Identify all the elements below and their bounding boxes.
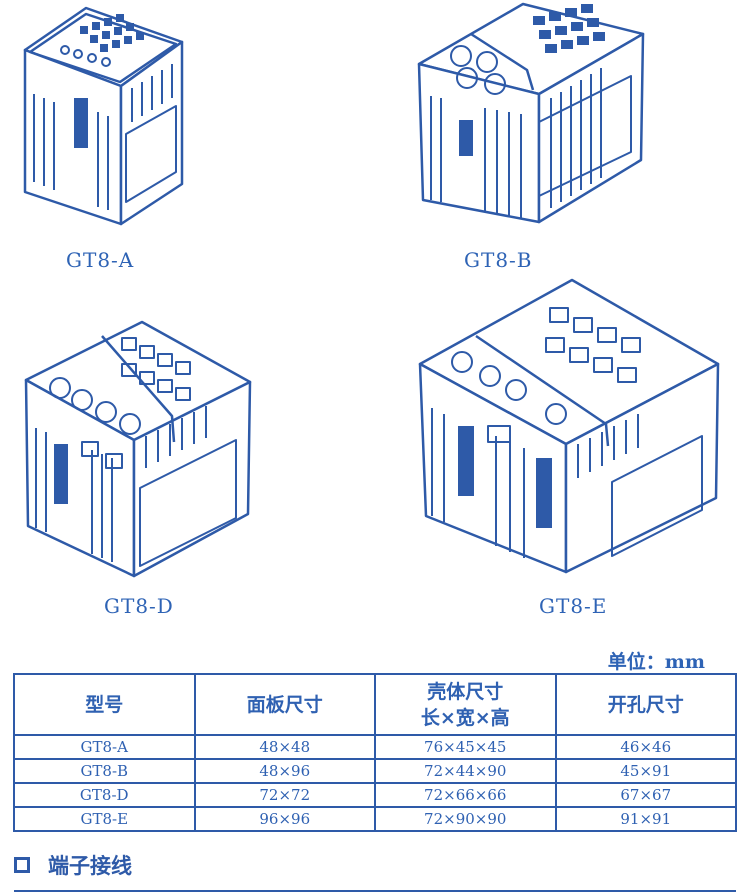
section-heading: 端子接线 (14, 850, 132, 880)
square-bullet-icon (14, 857, 30, 873)
cell-model: GT8-A (13, 734, 196, 760)
header-housing-size: 壳体尺寸 长×宽×高 (374, 673, 557, 736)
cell-cutout-size: 91×91 (554, 806, 737, 832)
cell-model: GT8-E (13, 806, 196, 832)
product-gt8-b-illustration (415, 0, 647, 228)
product-gt8-d-illustration (22, 318, 254, 580)
cell-housing-size: 72×66×66 (374, 782, 557, 808)
header-model: 型号 (13, 673, 196, 736)
product-label-gt8-a: GT8-A (66, 248, 135, 272)
gt8-e-drawing (418, 278, 720, 574)
header-housing-size-line1: 壳体尺寸 (427, 680, 504, 703)
cell-housing-size: 72×44×90 (374, 758, 557, 784)
table-row: GT8-A 48×48 76×45×45 46×46 (13, 734, 737, 760)
header-housing-size-line2: 长×宽×高 (420, 706, 510, 729)
divider (14, 890, 736, 892)
section-title: 端子接线 (48, 854, 132, 878)
table-row: GT8-E 96×96 72×90×90 91×91 (13, 806, 737, 832)
header-panel-size: 面板尺寸 (193, 673, 376, 736)
gt8-a-drawing (23, 6, 184, 226)
cell-model: GT8-B (13, 758, 196, 784)
product-gt8-a-illustration (20, 2, 190, 230)
product-gt8-e-illustration (416, 276, 722, 576)
cell-cutout-size: 46×46 (554, 734, 737, 760)
gt8-b-drawing (417, 2, 645, 224)
product-label-gt8-d: GT8-D (104, 594, 174, 618)
table-row: GT8-D 72×72 72×66×66 67×67 (13, 782, 737, 808)
product-label-gt8-e: GT8-E (539, 594, 608, 618)
cell-panel-size: 48×96 (193, 758, 376, 784)
cell-panel-size: 48×48 (193, 734, 376, 760)
dimension-table: 型号 面板尺寸 壳体尺寸 长×宽×高 开孔尺寸 GT8-A 48×48 76×4… (13, 673, 737, 832)
cell-panel-size: 72×72 (193, 782, 376, 808)
cell-cutout-size: 67×67 (554, 782, 737, 808)
cell-housing-size: 76×45×45 (374, 734, 557, 760)
table-header-row: 型号 面板尺寸 壳体尺寸 长×宽×高 开孔尺寸 (13, 673, 737, 736)
unit-label: 单位：mm (607, 651, 705, 673)
table-row: GT8-B 48×96 72×44×90 45×91 (13, 758, 737, 784)
header-cutout-size: 开孔尺寸 (554, 673, 737, 736)
cell-housing-size: 72×90×90 (374, 806, 557, 832)
product-label-gt8-b: GT8-B (464, 248, 533, 272)
cell-model: GT8-D (13, 782, 196, 808)
cell-cutout-size: 45×91 (554, 758, 737, 784)
cell-panel-size: 96×96 (193, 806, 376, 832)
gt8-d-drawing (24, 320, 252, 578)
